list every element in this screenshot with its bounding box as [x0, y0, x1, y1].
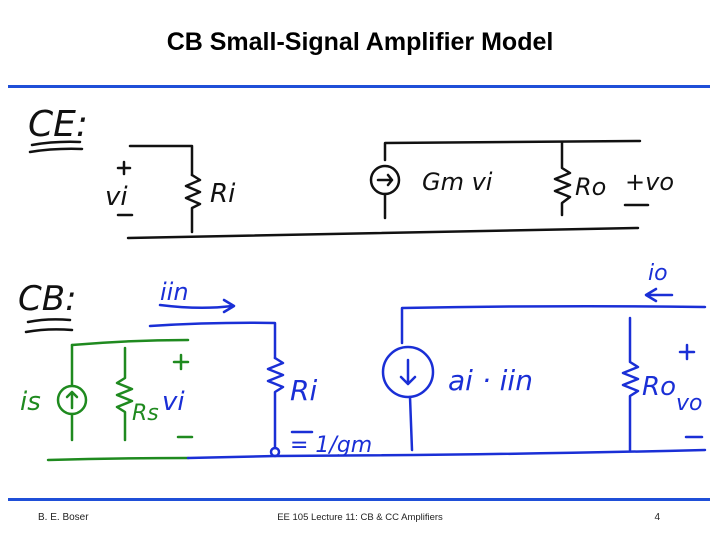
ce-vo-label: +vo: [625, 168, 674, 196]
cb-heading-underline: [26, 318, 72, 324]
cb-vo-plus: [678, 343, 696, 361]
cb-ro-resistor: [621, 316, 640, 452]
cb-iin-arrow: [158, 298, 236, 314]
cb-heading-underline-2: [24, 328, 74, 334]
cb-ri-resistor: [266, 356, 285, 450]
page-number: 4: [654, 512, 660, 523]
cb-io-arrow: [644, 287, 674, 303]
ce-input-top-wire: [128, 144, 194, 177]
cb-bottom-wire: [186, 448, 707, 460]
ce-heading: CE:: [28, 104, 88, 145]
cb-source-label: ai · iin: [448, 364, 533, 397]
cb-vi-plus: [172, 353, 190, 371]
title-rule: [8, 85, 710, 88]
cb-source-top-wire: [70, 338, 190, 347]
cb-input-top-wire: [148, 321, 277, 360]
cb-heading: CB:: [18, 279, 77, 319]
slide-title: CB Small-Signal Amplifier Model: [166, 28, 554, 56]
ce-ro-label: Ro: [575, 173, 606, 201]
cb-ro-label: Ro: [642, 372, 676, 402]
ce-output-top-wire: [383, 139, 642, 162]
cb-vo-label: vo: [676, 391, 702, 416]
cb-ri-label: Ri: [290, 374, 317, 407]
cb-is-label: is: [20, 387, 41, 417]
cb-amplifier-model: [148, 287, 707, 460]
cb-source-bottom-wire: [46, 456, 190, 462]
ce-ro-resistor: [553, 140, 572, 217]
cb-vi-label: vi: [162, 387, 185, 417]
cb-ri-value-label: = 1/gm: [290, 433, 372, 458]
ce-vi-plus: [116, 160, 132, 176]
ce-bottom-wire: [126, 226, 640, 240]
ce-ri-label: Ri: [210, 179, 236, 209]
ce-heading-underline: [30, 140, 82, 147]
cb-ai-bottom-wire: [408, 395, 414, 452]
cb-rs-resistor: [115, 346, 134, 442]
cb-io-label: io: [648, 261, 668, 286]
cb-source-network: [46, 338, 194, 462]
footer-lecture-title: EE 105 Lecture 11: CB & CC Amplifiers: [277, 512, 443, 523]
cb-ai-source-icon: [381, 345, 435, 399]
ce-source-label: Gm vi: [422, 168, 493, 196]
cb-rs-label: Rs: [132, 401, 159, 426]
ce-ri-resistor: [184, 173, 202, 234]
ce-vi-label: vi: [105, 182, 128, 212]
cb-iin-label: iin: [160, 278, 189, 306]
ce-heading-underline-2: [28, 147, 84, 154]
ce-circuit: [28, 139, 650, 240]
cb-is-arrow: [65, 390, 79, 410]
cb-output-top-wire: [400, 304, 707, 345]
footer-rule: [8, 498, 710, 501]
cb-ai-arrow: [399, 358, 417, 386]
ce-source-arrow: [376, 173, 394, 187]
footer-author: B. E. Boser: [38, 512, 89, 523]
